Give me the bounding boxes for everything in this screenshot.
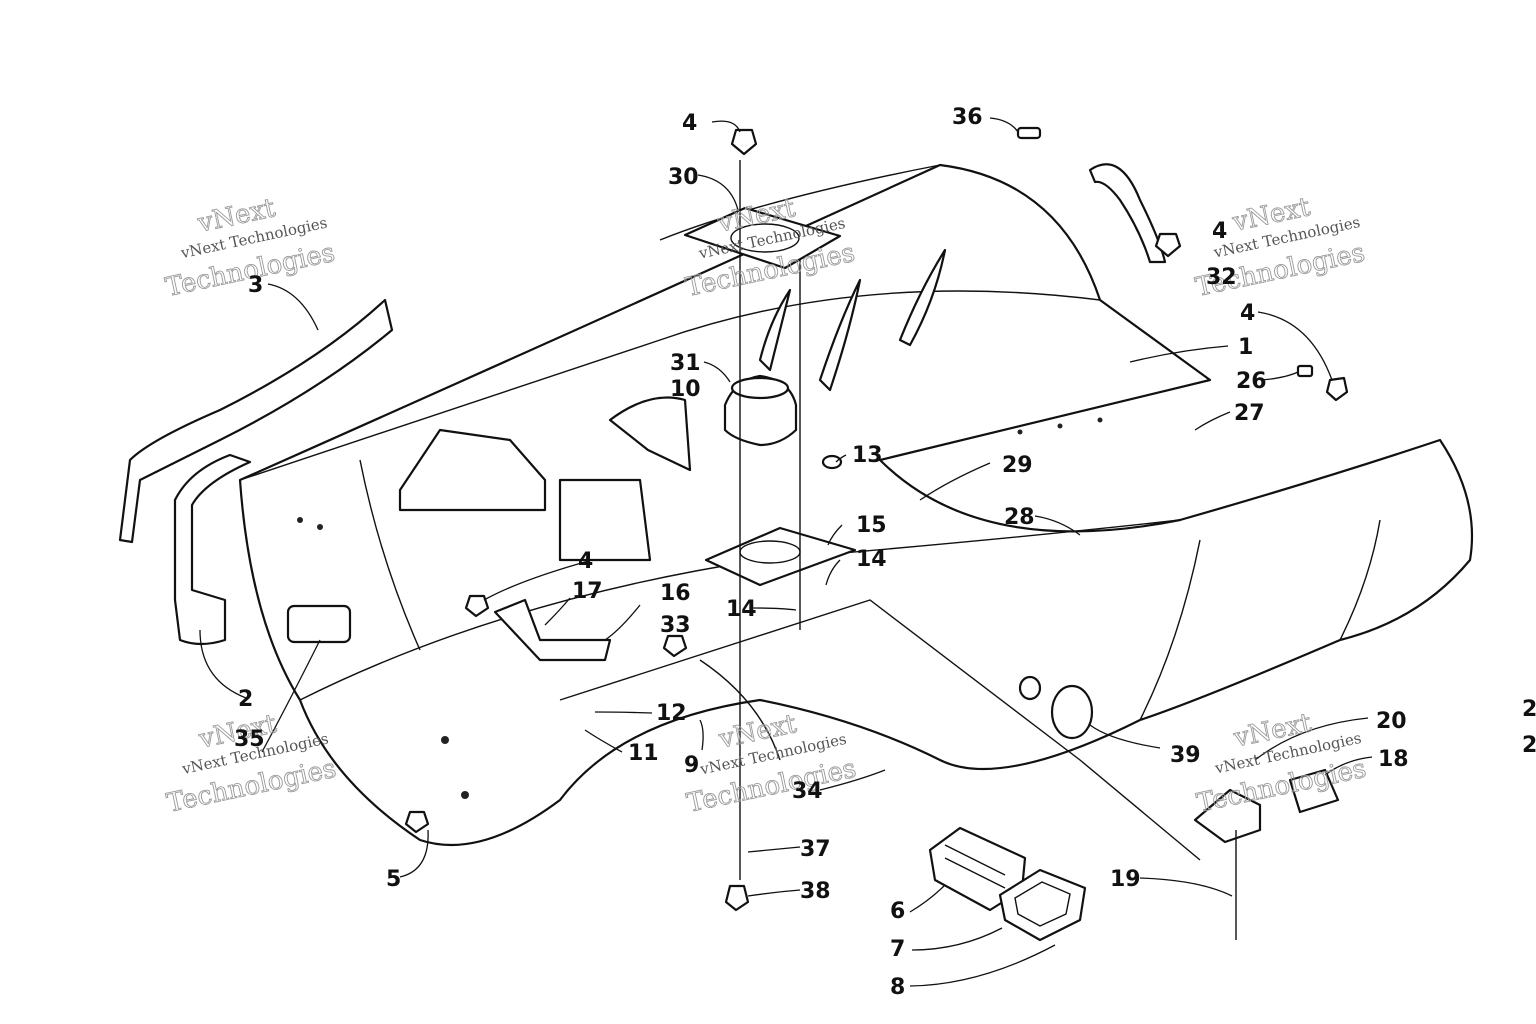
callout-8: 8 — [890, 975, 905, 1000]
callout-12: 12 — [656, 701, 687, 726]
callout-labels: 1 2 3 4 4 4 4 5 6 7 8 9 10 11 12 13 14 1… — [234, 105, 1536, 1000]
callout-26: 26 — [1236, 369, 1267, 394]
callout-4-right: 4 — [1240, 301, 1255, 326]
inner-brace — [559, 599, 1201, 861]
callout-4-top: 4 — [682, 111, 697, 136]
callout-13: 13 — [852, 443, 883, 468]
headlight-gasket — [998, 868, 1087, 942]
callout-1: 1 — [1238, 335, 1253, 360]
console-bracket — [398, 428, 652, 562]
callout-33: 33 — [660, 613, 691, 638]
rear-bumper-piece — [1088, 163, 1167, 264]
bracket-17 — [493, 598, 612, 662]
callout-2: 2 — [238, 687, 253, 712]
callout-35: 35 — [234, 727, 265, 752]
callout-28: 28 — [1004, 505, 1035, 530]
callout-edge-upper: 2 — [1522, 697, 1536, 722]
callout-edge-lower: 2 — [1522, 733, 1536, 758]
callout-4-right-upper: 4 — [1212, 219, 1227, 244]
callout-17: 17 — [572, 579, 603, 604]
callout-9: 9 — [684, 753, 699, 778]
bumper — [173, 453, 252, 646]
callout-11: 11 — [628, 741, 659, 766]
belly-pan — [238, 163, 1474, 847]
callout-5: 5 — [386, 867, 401, 892]
callout-32: 32 — [1206, 265, 1237, 290]
callout-38: 38 — [800, 879, 831, 904]
callout-37: 37 — [800, 837, 831, 862]
callout-16: 16 — [660, 581, 691, 606]
watermark-bottom-right: vNext vNext Technologies Technologies — [1194, 708, 1369, 820]
callout-39: 39 — [1170, 743, 1201, 768]
callout-30: 30 — [668, 165, 699, 190]
callout-36: 36 — [952, 105, 983, 130]
callout-15: 15 — [856, 513, 887, 538]
callout-4-left: 4 — [578, 549, 593, 574]
callout-14-left: 14 — [726, 597, 757, 622]
callout-34: 34 — [792, 779, 823, 804]
steering-mount-plate — [683, 206, 842, 270]
watermark-top-left: vNext vNext Technologies Technologies — [163, 193, 338, 304]
callout-19: 19 — [1110, 867, 1141, 892]
switch-bracket — [1193, 768, 1340, 844]
callout-31: 31 — [670, 351, 701, 376]
callout-20: 20 — [1376, 709, 1407, 734]
callout-18: 18 — [1378, 747, 1409, 772]
callout-10: 10 — [670, 377, 701, 402]
steering-bushing — [723, 374, 798, 447]
callout-6: 6 — [890, 899, 905, 924]
callout-14-right: 14 — [856, 547, 887, 572]
leader-lines — [199, 117, 1373, 987]
trim-strip — [118, 298, 394, 544]
callout-27: 27 — [1234, 401, 1265, 426]
callout-29: 29 — [1002, 453, 1033, 478]
hardware — [404, 126, 1349, 940]
callout-3: 3 — [248, 273, 263, 298]
callout-7: 7 — [890, 937, 905, 962]
handle — [286, 604, 352, 644]
bracket-10 — [608, 396, 692, 472]
